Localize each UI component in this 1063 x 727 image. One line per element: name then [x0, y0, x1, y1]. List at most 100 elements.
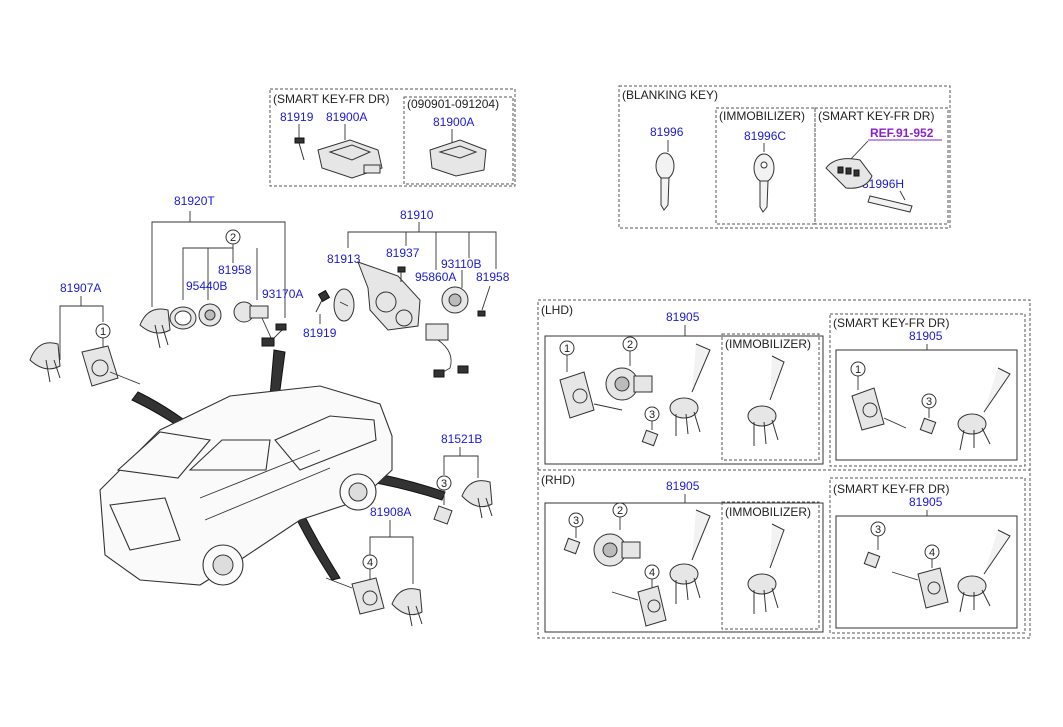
smart-key-fob-icon [825, 158, 913, 213]
switch-icon [441, 270, 469, 314]
key-pair-icon-4 [391, 588, 423, 627]
lhd-smart-key-panel [835, 349, 1018, 461]
part-81919-label[interactable]: 81919 [280, 110, 314, 124]
lhd-callout-3: 3 [649, 409, 655, 421]
immobilizer-key-icon [753, 153, 775, 213]
key-pair-icon-2 [29, 342, 61, 383]
lhd-title: (LHD) [541, 303, 573, 317]
lhd-smart-key-box [829, 313, 1026, 467]
lhd-door-cylinder-icon [559, 371, 623, 419]
part-81907a-label[interactable]: 81907A [60, 281, 101, 295]
rhd-sk-small-lock-icon [863, 551, 881, 569]
smart-key-right-title: (SMART KEY-FR DR) [818, 109, 934, 123]
part-81913-label[interactable]: 81913 [327, 252, 361, 266]
lhd-smart-key-81905-label[interactable]: 81905 [909, 329, 943, 343]
rhd-panel [544, 502, 824, 633]
blanking-key-group: (BLANKING KEY) (IMMOBILIZER) (SMART KEY-… [618, 85, 951, 229]
lhd-sk-callout-1: 1 [855, 364, 861, 376]
lhd-sk-key-pair-icon [957, 367, 1011, 451]
rhd-81905-label[interactable]: 81905 [666, 479, 700, 493]
smart-key-top-group: (SMART KEY-FR DR) (090901-091204) 81919 … [269, 88, 516, 187]
lhd-panel [544, 335, 824, 465]
lhd-81905-label[interactable]: 81905 [666, 310, 700, 324]
rhd-door-cylinder-icon [611, 585, 667, 627]
key-pair-icon [139, 308, 171, 349]
harness-icon [425, 323, 469, 378]
part-81908a-label[interactable]: 81908A [370, 505, 411, 519]
part-81937-label[interactable]: 81937 [386, 246, 420, 260]
steering-lock-icon [357, 261, 421, 331]
rhd-immobilizer-key-icon [747, 523, 785, 614]
smart-key-top-box [269, 88, 516, 187]
part-81958-label[interactable]: 81958 [218, 263, 252, 277]
door-module-icon-2 [429, 139, 487, 177]
part-93110b-label[interactable]: 93110B [441, 257, 481, 271]
smart-key-top-title: (SMART KEY-FR DR) [273, 92, 389, 106]
lhd-smart-key-title: (SMART KEY-FR DR) [833, 316, 949, 330]
key-pair-icon-3 [461, 480, 493, 519]
blanking-key-title: (BLANKING KEY) [622, 88, 718, 102]
rhd-key-pair-icon [669, 509, 711, 604]
part-81996h-label[interactable]: 81996H [862, 177, 904, 191]
rhd-immobilizer-title: (IMMOBILIZER) [725, 505, 811, 519]
cylinder-icon [198, 303, 222, 327]
screw-icon [294, 137, 305, 161]
rhd-title: (RHD) [541, 473, 575, 487]
rhd-ignition-cylinder-icon [593, 533, 641, 567]
part-81920t-label[interactable]: 81920T [174, 194, 215, 208]
rhd-sk-callout-4: 4 [929, 547, 935, 559]
rhd-immobilizer-box [721, 501, 820, 630]
part-95860a-label[interactable]: 95860A [415, 270, 456, 284]
door-module-icon [317, 139, 383, 179]
lhd-key-pair-icon [669, 343, 711, 436]
smart-key-right-box [814, 107, 949, 225]
lock-cylinder-icon [81, 345, 141, 387]
lhd-callout-1: 1 [564, 343, 570, 355]
ring-icon [169, 306, 197, 330]
rhd-sk-callout-3: 3 [875, 524, 881, 536]
blanking-key-box [618, 85, 951, 229]
ref-link[interactable]: REF.91-952 [870, 126, 934, 140]
lhd-immobilizer-title: (IMMOBILIZER) [725, 337, 811, 351]
date-range-title: (090901-091204) [407, 97, 499, 111]
part-95440b-label[interactable]: 95440B [186, 279, 227, 293]
callout-4-text: 4 [367, 557, 373, 569]
rhd-smart-key-box [829, 477, 1026, 634]
part-93170a-label[interactable]: 93170A [262, 287, 303, 301]
part-81919-label-2[interactable]: 81919 [303, 326, 337, 340]
fuel-lock-group: 81521B 3 [433, 432, 493, 525]
immobilizer-top-title: (IMMOBILIZER) [719, 109, 805, 123]
connector-icon [261, 323, 287, 347]
rhd-smart-key-81905-label[interactable]: 81905 [909, 495, 943, 509]
lhd-sk-small-lock-icon [919, 417, 937, 435]
blank-key-icon [655, 152, 675, 211]
lhd-ignition-cylinder-icon [605, 367, 653, 401]
small-lock-icon [433, 505, 453, 525]
lhd-sk-door-cylinder-icon [851, 387, 907, 431]
part-81958-label-2[interactable]: 81958 [476, 270, 510, 284]
rhd-callout-3: 3 [573, 515, 579, 527]
rhd-callout-4: 4 [649, 567, 655, 579]
lhd-rhd-outer-box [537, 299, 1031, 639]
date-range-box [403, 96, 514, 185]
part-81900a-label-2[interactable]: 81900A [433, 115, 474, 129]
part-81910-label[interactable]: 81910 [400, 208, 434, 222]
lhd-callout-2: 2 [627, 339, 633, 351]
small-screw-icon [397, 266, 406, 282]
part-81996c-label[interactable]: 81996C [744, 129, 786, 143]
lock-assembly-group: 81920T 2 81958 95440B 93170A 81910 81913… [139, 194, 510, 378]
trunk-lock-group: 81907A 1 [29, 281, 141, 387]
cover-icon [333, 288, 355, 322]
ignition-cylinder-icon [233, 301, 283, 341]
door-cylinder-icon [325, 577, 385, 615]
part-81521b-label[interactable]: 81521B [441, 432, 482, 446]
lhd-sk-callout-3: 3 [926, 396, 932, 408]
lhd-rhd-group: (LHD) (RHD) 81905 (IMMOBILIZER) (SMART K… [537, 299, 1031, 639]
rhd-small-lock-icon [563, 537, 581, 555]
lhd-small-lock-icon [641, 429, 659, 447]
part-81900a-label[interactable]: 81900A [326, 110, 367, 124]
callout-1-text: 1 [100, 326, 106, 338]
part-81996-label[interactable]: 81996 [650, 125, 684, 139]
car-illustration [99, 385, 393, 586]
